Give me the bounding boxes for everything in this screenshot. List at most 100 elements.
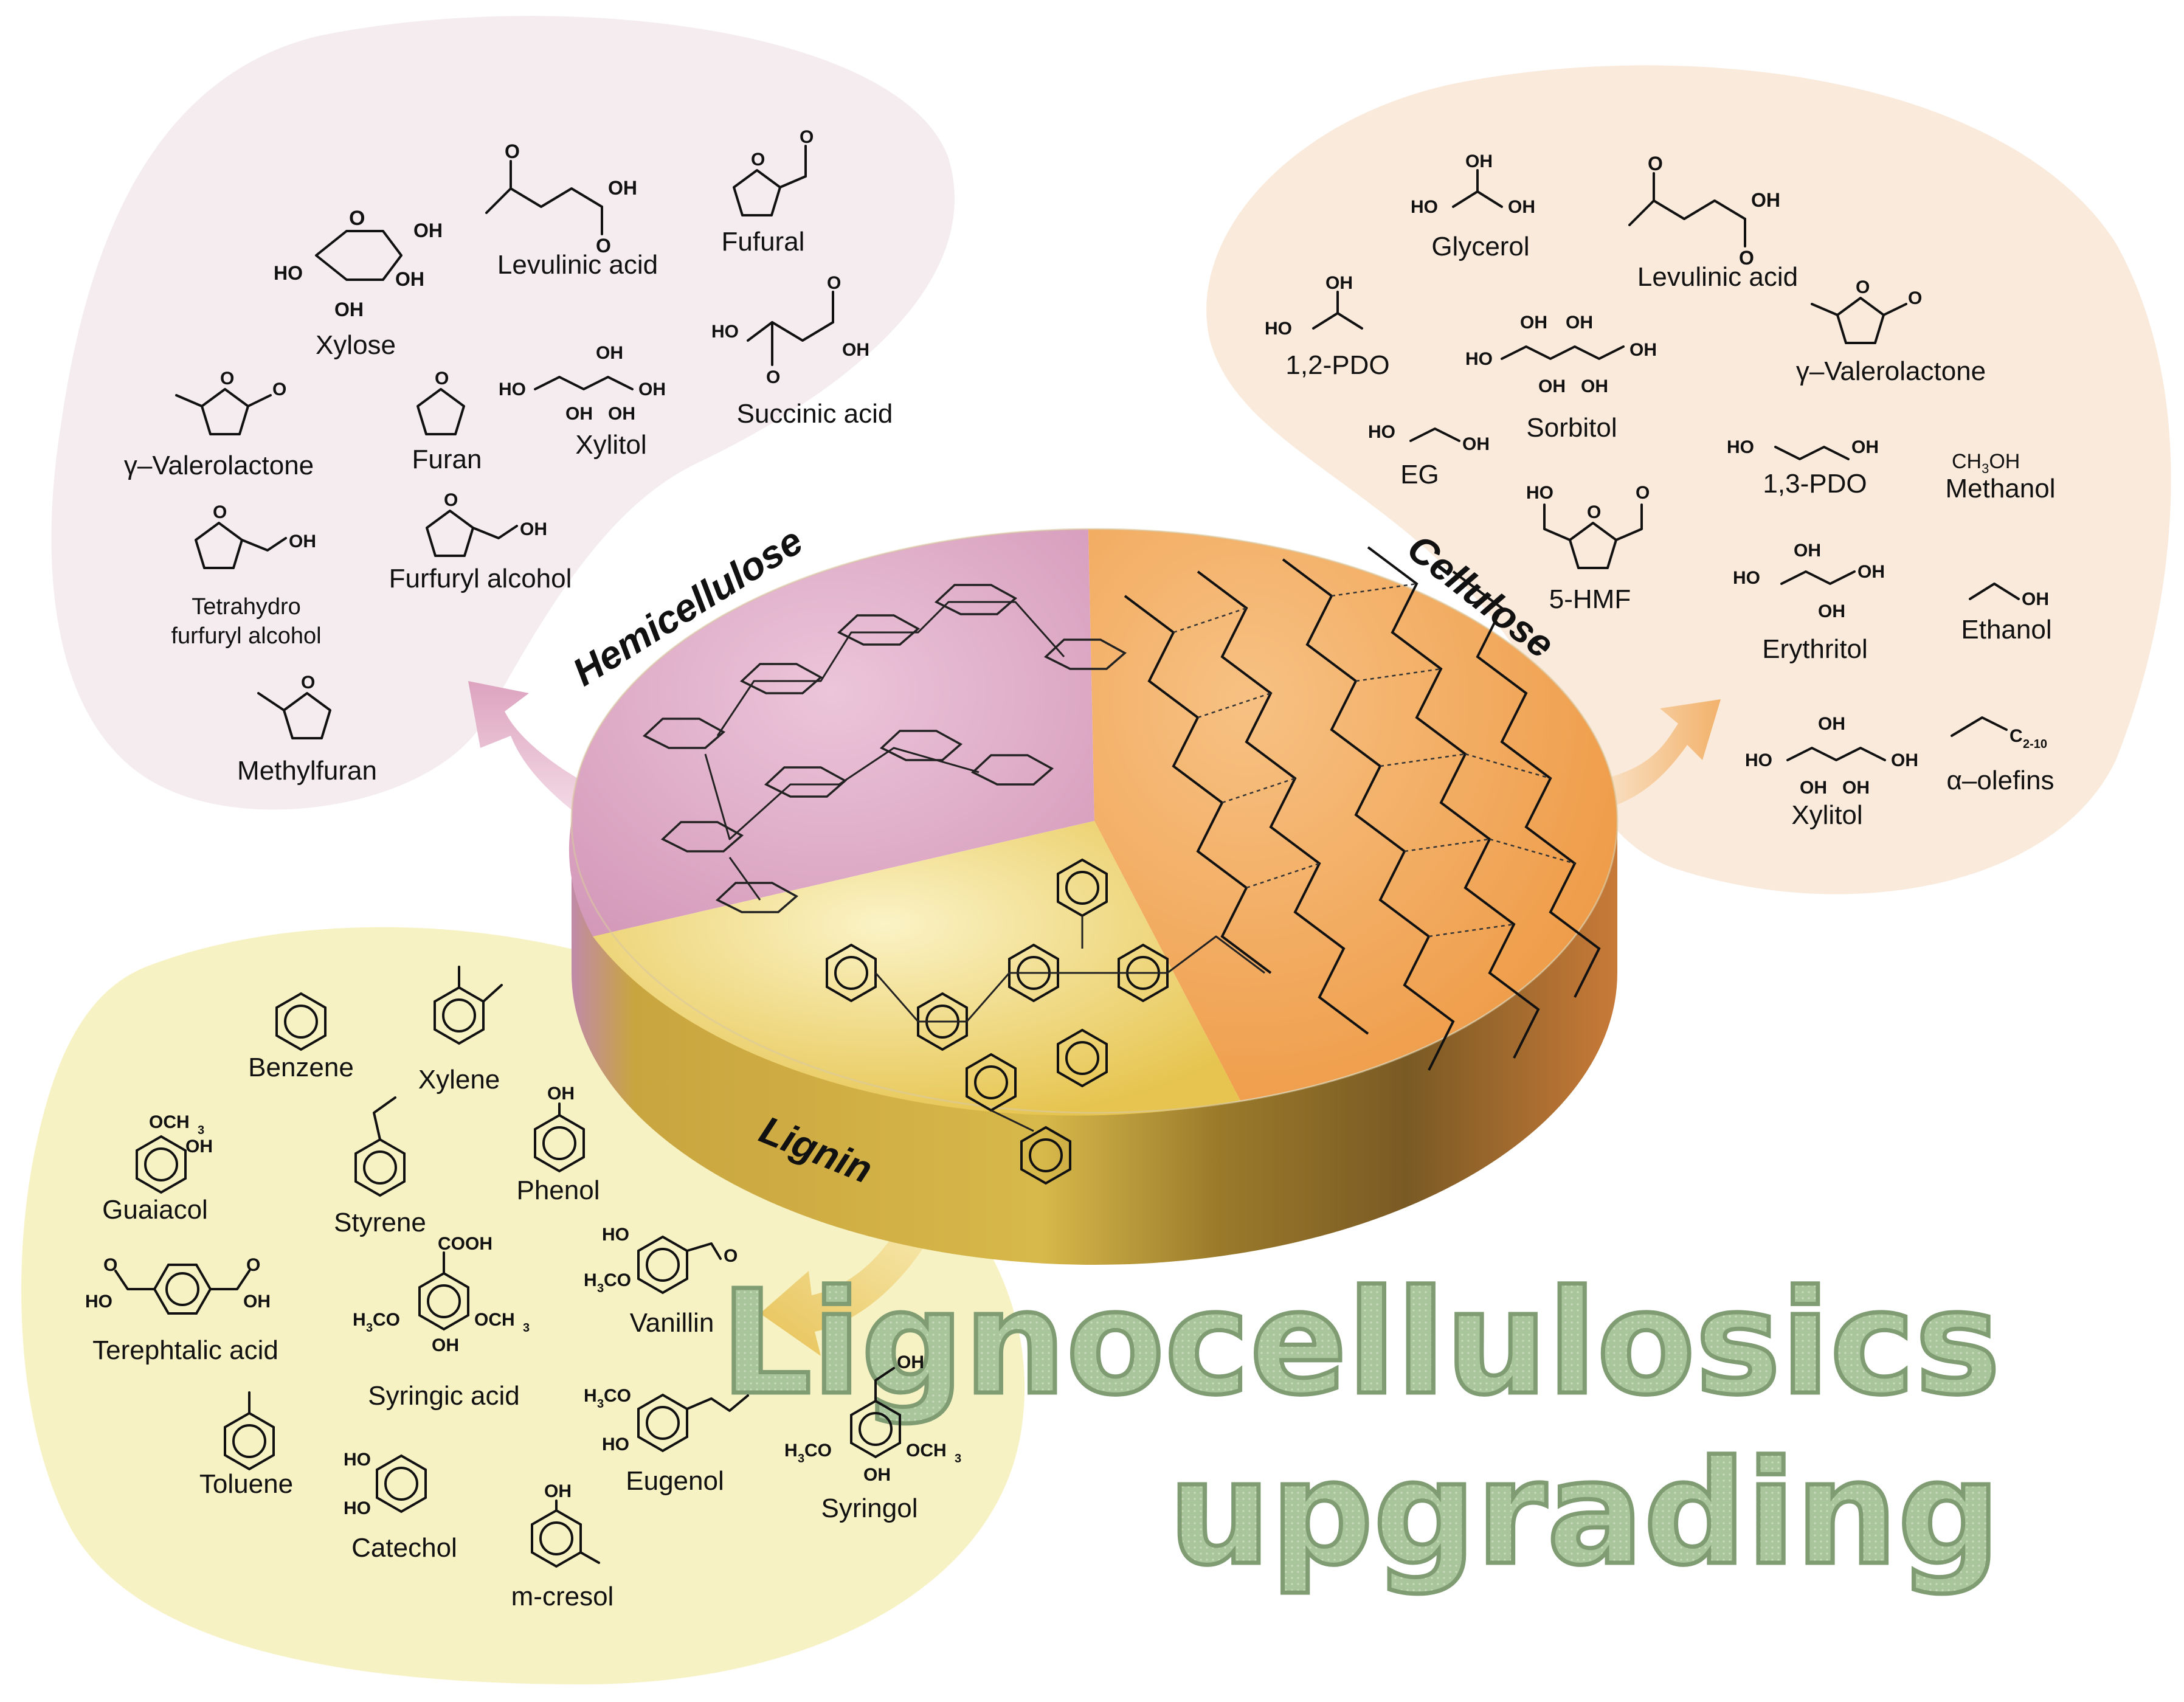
vanillin-label: Vanillin: [630, 1308, 714, 1338]
syringol-label: Syringol: [821, 1493, 918, 1523]
svg-text:HO: HO: [711, 322, 739, 342]
ethanol-structure-icon: OH: [1969, 583, 2049, 609]
svg-text:O: O: [1908, 288, 1922, 308]
headline-line2: upgrading: [1169, 1430, 2000, 1597]
thf-alcohol-label-line2: furfuryl alcohol: [171, 623, 321, 649]
toluene-structure-icon: [224, 1391, 275, 1470]
svg-text:H: H: [784, 1441, 798, 1461]
hemicellulose-polymer-structure: [643, 584, 1126, 913]
furan-label: Furan: [412, 445, 482, 474]
svg-text:OH: OH: [608, 404, 635, 424]
svg-text:OH: OH: [1891, 750, 1918, 770]
svg-text:COOH: COOH: [438, 1234, 492, 1254]
eugenol-label: Eugenol: [626, 1466, 724, 1496]
svg-text:OH: OH: [1818, 601, 1845, 621]
xylitol-label-hemi: Xylitol: [575, 430, 646, 460]
hemicellulose-product-bubble: [51, 16, 955, 810]
svg-text:3: 3: [366, 1321, 373, 1335]
catechol-label: Catechol: [351, 1533, 457, 1563]
cellulose-product-bubble: [1206, 65, 2171, 894]
headline-line1: Lignocellulosics: [721, 1259, 2000, 1427]
svg-text:OH: OH: [1538, 376, 1566, 396]
svg-text:HO: HO: [602, 1225, 629, 1245]
xylene-structure-icon: [434, 966, 503, 1045]
12-pdo-structure-icon: HO OH: [1265, 273, 1363, 339]
styrene-structure-icon: [354, 1096, 406, 1197]
guaiacol-label: Guaiacol: [102, 1195, 208, 1225]
toluene-label: Toluene: [199, 1469, 293, 1499]
svg-text:OH: OH: [185, 1136, 213, 1157]
cellulose-sector: [1088, 528, 1617, 1101]
svg-text:OH: OH: [863, 1465, 891, 1485]
xylene-label: Xylene: [418, 1065, 500, 1095]
svg-text:3: 3: [955, 1452, 961, 1465]
valerolactone-label-cell: γ–Valerolactone: [1796, 356, 1986, 386]
xylitol-label-cell: Xylitol: [1791, 800, 1862, 830]
xylose-label: Xylose: [316, 330, 396, 360]
furfural-label: Fufural: [722, 227, 805, 257]
terephthalic-acid-label: Terephtalic acid: [92, 1335, 278, 1365]
svg-text:O: O: [246, 1255, 260, 1275]
eugenol-structure-icon: H 3 CO HO: [584, 1386, 749, 1455]
catechol-structure-icon: HO HO: [344, 1450, 427, 1518]
svg-text:OH: OH: [289, 531, 316, 552]
succinic-acid-label: Succinic acid: [737, 399, 893, 429]
cellulose-arrow: [1605, 699, 1721, 809]
svg-text:CO: CO: [804, 1441, 832, 1461]
svg-text:O: O: [724, 1246, 738, 1266]
svg-text:3: 3: [523, 1321, 530, 1335]
svg-text:3: 3: [798, 1452, 804, 1465]
svg-text:O: O: [800, 127, 814, 147]
svg-text:OCH: OCH: [474, 1310, 515, 1330]
svg-text:3: 3: [597, 1397, 604, 1411]
svg-text:3: 3: [597, 1282, 604, 1295]
svg-text:OH: OH: [413, 220, 443, 241]
methanol-label: Methanol: [1945, 474, 2055, 503]
svg-text:OH: OH: [1800, 778, 1827, 798]
xylitol-structure-icon: HO OH OH OH OH: [499, 343, 666, 424]
lignin-polymer-structure: [826, 859, 1265, 1185]
svg-text:HO: HO: [1465, 349, 1493, 369]
svg-text:OH: OH: [547, 1084, 575, 1104]
sorbitol-structure-icon: HO OH OH OH OH OH: [1465, 313, 1657, 396]
svg-text:OH: OH: [1751, 189, 1780, 211]
svg-text:OH: OH: [1794, 541, 1821, 561]
svg-text:OH: OH: [520, 519, 547, 539]
svg-text:OH: OH: [544, 1481, 572, 1501]
svg-text:O: O: [827, 273, 841, 293]
svg-text:HO: HO: [1727, 437, 1754, 457]
svg-text:OH: OH: [1857, 562, 1885, 582]
syringic-acid-label: Syringic acid: [368, 1381, 519, 1411]
svg-text:OH: OH: [1566, 313, 1593, 333]
thf-alcohol-structure-icon: O OH: [195, 502, 316, 569]
svg-text:O: O: [220, 368, 234, 389]
svg-text:HO: HO: [499, 379, 526, 400]
lignin-products: Benzene Xylene OCH 3 OH Guaiacol Styrene…: [85, 966, 961, 1611]
12-pdo-label: 1,2-PDO: [1285, 350, 1389, 380]
levulinic-acid-label-cell: Levulinic acid: [1637, 262, 1798, 292]
m-cresol-structure-icon: OH: [531, 1481, 600, 1568]
methanol-structure-icon: CH3OH: [1952, 450, 2020, 476]
svg-text:OH: OH: [1462, 434, 1490, 454]
svg-text:O: O: [301, 673, 315, 693]
svg-text:HO: HO: [1745, 750, 1772, 770]
svg-text:OH: OH: [395, 268, 424, 290]
erythritol-label: Erythritol: [1762, 634, 1868, 664]
svg-text:HO: HO: [344, 1450, 371, 1470]
svg-text:OH: OH: [897, 1352, 924, 1372]
svg-text:OH: OH: [1520, 313, 1547, 333]
disc-side: [572, 821, 1617, 1265]
xylitol-structure-icon: HO OH OH OH OH: [1745, 714, 1918, 798]
svg-text:O: O: [103, 1255, 117, 1275]
svg-text:OH: OH: [2022, 589, 2049, 609]
svg-text:OH: OH: [842, 340, 869, 360]
furfuryl-alcohol-structure-icon: O OH: [426, 490, 547, 557]
hemicellulose-sector: [568, 529, 1094, 936]
phenol-label: Phenol: [516, 1175, 600, 1205]
svg-text:OCH: OCH: [906, 1441, 947, 1461]
m-cresol-label: m-cresol: [511, 1582, 614, 1611]
svg-text:OH: OH: [596, 343, 623, 363]
ethanol-label: Ethanol: [1961, 615, 2051, 645]
svg-text:OH: OH: [1581, 376, 1608, 396]
svg-text:OH: OH: [1629, 340, 1657, 360]
